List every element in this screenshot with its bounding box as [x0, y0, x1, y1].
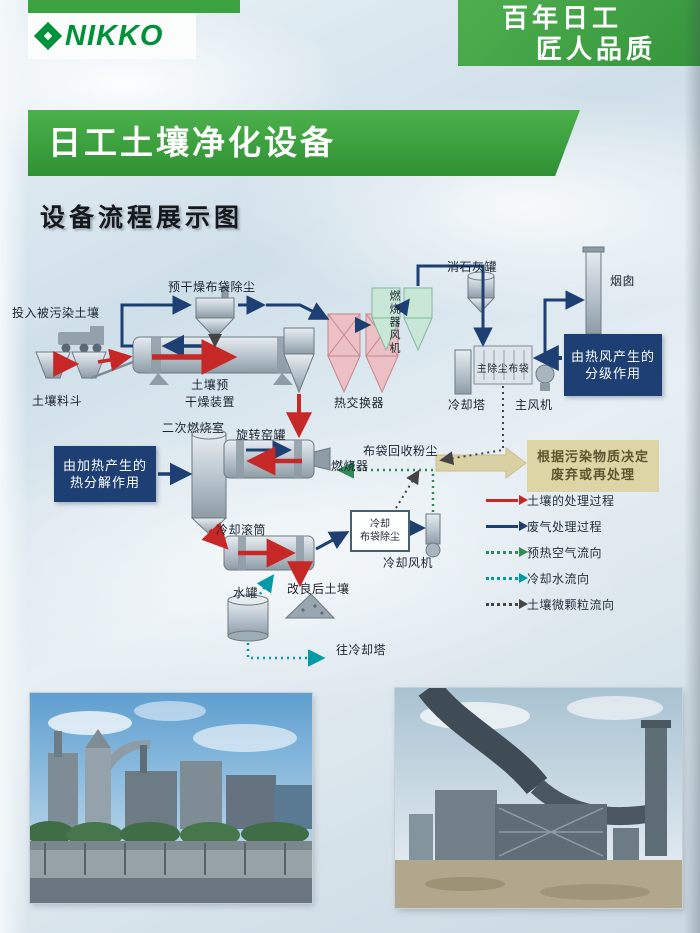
legend-row-gas: 废气处理过程	[486, 516, 602, 536]
plant-photo-1	[30, 693, 312, 903]
section-title: 设备流程展示图	[40, 204, 244, 232]
label-cooling-drum: 冷却滚筒	[216, 523, 267, 537]
label-slaked-lime-tank: 消石灰罐	[447, 260, 498, 274]
main-fan-shape	[535, 364, 555, 391]
label-main-fan: 主风机	[515, 398, 553, 412]
label-input-soil: 投入被污染土壤	[12, 306, 100, 320]
nikko-logo: NIKKO	[28, 13, 196, 59]
cooling-fan-shape	[425, 513, 441, 558]
label-burner: 燃烧器	[331, 459, 369, 473]
note-hot-air-classification: 由热风产生的 分级作用	[564, 334, 662, 396]
label-water-tank: 水罐	[233, 586, 259, 600]
loader-truck-shape	[58, 326, 104, 353]
label-main-dust-bag: 主除尘布袋	[476, 364, 530, 375]
label-secondary-combustion: 二次燃烧室	[162, 421, 225, 435]
legend-arrow-soil	[486, 495, 528, 505]
label-heat-exchanger: 热交换器	[334, 396, 385, 410]
label-predry-bag-dust: 预干燥布袋除尘	[168, 280, 256, 294]
slaked-lime-tank-shape	[466, 271, 496, 313]
legend-arrow-preheat-air	[486, 547, 528, 557]
label-to-cooling-tower: 往冷却塔	[336, 643, 387, 657]
cooling-tower-shape	[454, 349, 472, 395]
label-soil-predryer: 土壤预 干燥装置	[184, 378, 235, 409]
water-tank-shape	[227, 594, 269, 642]
legend-row-cooling-water: 冷却水流向	[486, 568, 590, 588]
cooling-bag-filter-box: 冷却 布袋除尘	[350, 510, 410, 552]
particle-flow-arrows	[208, 333, 504, 509]
label-soil-hopper: 土壤料斗	[32, 394, 83, 408]
legend-arrow-particles	[486, 599, 528, 609]
nikko-logo-text: NIKKO	[65, 19, 164, 52]
chimney-shape	[582, 246, 605, 335]
burner-fan-cyclones-shape	[371, 287, 433, 352]
label-improved-soil: 改良后土壤	[287, 582, 350, 596]
dryer-cyclone-shape	[283, 327, 315, 394]
note-thermal-decomposition: 由加热产生的 热分解作用	[54, 446, 156, 502]
label-cooling-tower: 冷却塔	[448, 398, 486, 412]
title-banner: 日工土壤净化设备	[28, 110, 580, 176]
preheat-air-arrows	[336, 461, 435, 512]
label-cooling-fan: 冷却风机	[383, 556, 434, 570]
slogan-line2: 匠人品质	[536, 34, 657, 64]
tan-arrow	[435, 447, 527, 479]
legend-row-soil: 土壤的处理过程	[486, 490, 615, 510]
secondary-combustion-shape	[190, 428, 228, 535]
label-chimney: 烟囱	[610, 274, 636, 288]
cooling-drum-shape	[223, 535, 315, 571]
label-burner-fan: 燃烧器风机	[388, 290, 400, 355]
rotary-kiln-shape	[223, 439, 331, 479]
legend-row-preheat-air: 预热空气流向	[486, 542, 602, 562]
nikko-logo-icon	[33, 21, 63, 51]
slogan-line1: 百年日工	[502, 3, 623, 33]
legend-row-particles: 土壤微颗粒流向	[486, 594, 615, 614]
slogan: 百年日工 匠人品质	[458, 0, 700, 66]
note-pollutant-decision: 根据污染物质决定 废弃或再处理	[527, 440, 659, 492]
label-rotary-kiln: 旋转窑罐	[236, 428, 287, 442]
soil-hoppers-shape	[35, 351, 134, 380]
plant-photo-2	[395, 688, 682, 908]
label-bag-recovered-dust: 布袋回收粉尘	[363, 444, 439, 458]
legend-arrow-gas	[486, 521, 528, 531]
improved-soil-pile-shape	[284, 593, 336, 619]
legend-arrow-cooling-water	[486, 573, 528, 583]
top-green-strip	[28, 0, 240, 13]
